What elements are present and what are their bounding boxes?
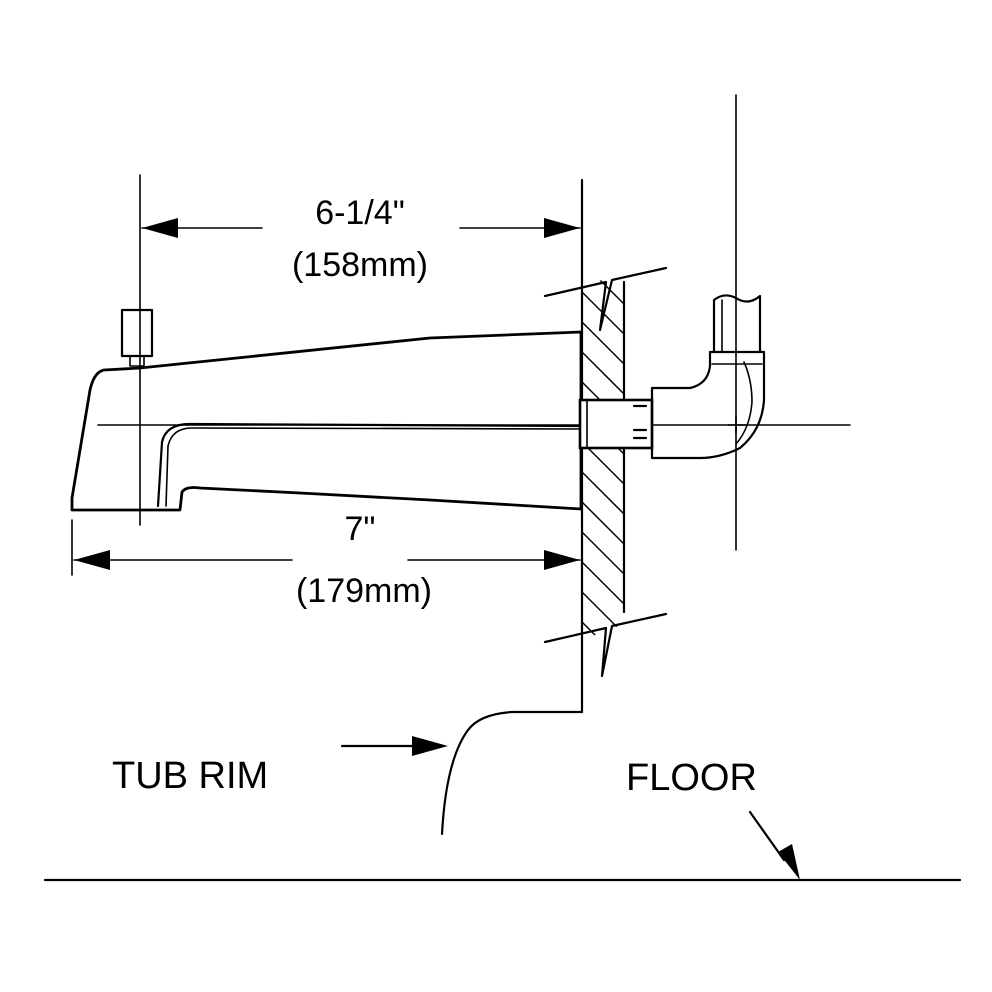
diverter-stem	[129, 355, 145, 367]
top-dim-right-arrow	[544, 218, 580, 238]
top-dim-left-arrow	[142, 218, 178, 238]
bottom-dimension-inches: 7"	[345, 510, 376, 548]
elbow-body	[650, 350, 766, 460]
bottom-dim-right-arrow	[544, 550, 580, 570]
supply-pipe	[712, 294, 762, 354]
top-dimension: 6-1/4" (158mm)	[141, 194, 581, 284]
tub-spout	[70, 308, 583, 512]
tub-rim-profile	[440, 710, 584, 836]
floor-label: FLOOR	[626, 757, 757, 799]
bottom-dimension-mm: (179mm)	[296, 572, 432, 610]
pipe-nipple	[578, 398, 654, 450]
supply-elbow	[650, 294, 766, 460]
floor-arrow	[778, 844, 800, 880]
tub-rim-arrow	[412, 736, 448, 756]
top-dimension-inches: 6-1/4"	[315, 194, 405, 232]
top-dimension-mm: (158mm)	[292, 246, 428, 284]
wall-section	[440, 266, 668, 836]
wall-bottom-break	[543, 612, 668, 678]
diverter-knob	[120, 308, 154, 358]
bottom-dim-left-arrow	[74, 550, 110, 570]
tub-rim-callout: TUB RIM	[112, 736, 448, 797]
spout-body	[70, 330, 583, 512]
floor-callout: FLOOR	[626, 757, 800, 880]
wall-top-break	[543, 266, 668, 332]
bottom-dimension: 7" (179mm)	[73, 510, 581, 610]
nipple-fitting	[578, 398, 654, 450]
spout-bore	[156, 422, 582, 508]
tub-rim-label: TUB RIM	[112, 755, 268, 797]
reference-lines	[71, 94, 851, 714]
